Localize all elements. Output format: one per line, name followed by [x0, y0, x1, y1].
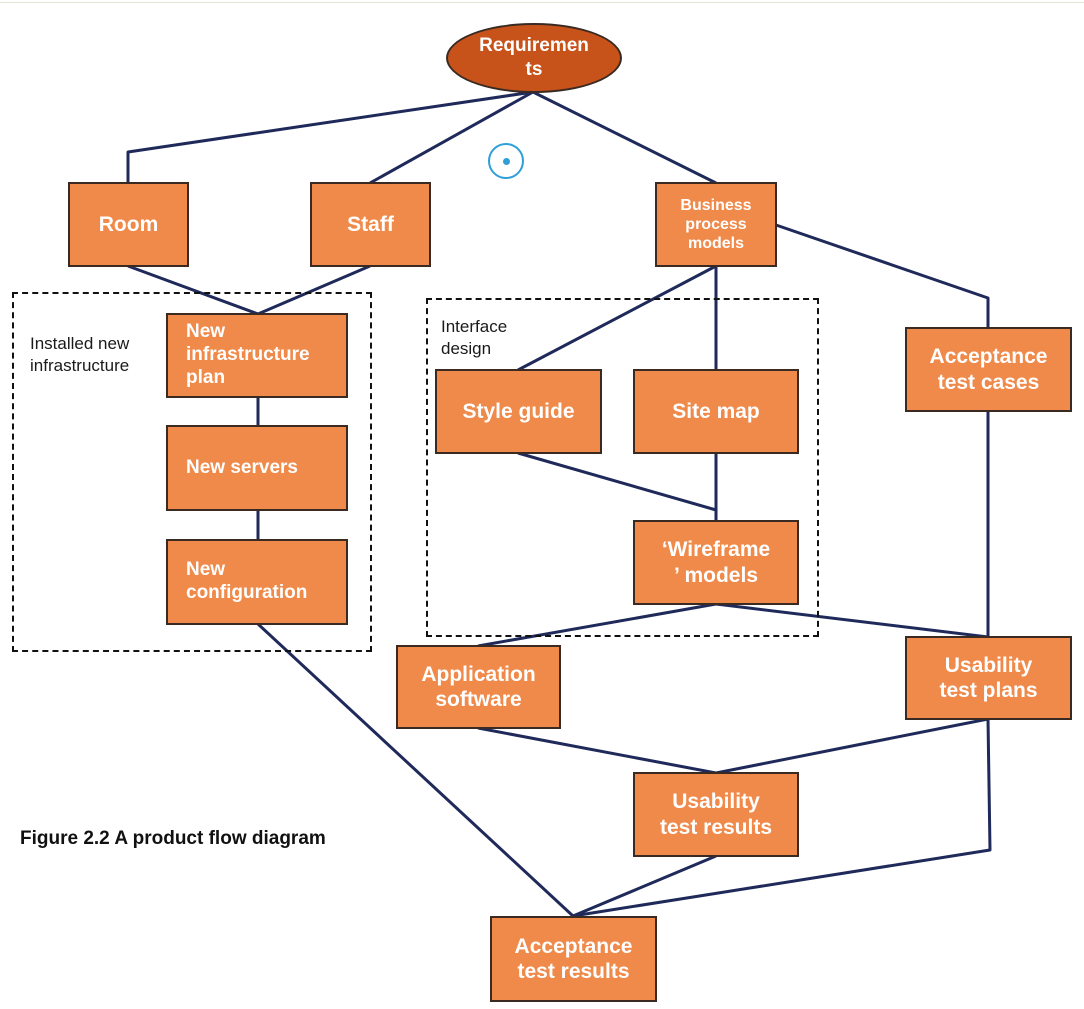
infrastructure-group-label: Installed new infrastructure	[30, 334, 130, 376]
figure-caption: Figure 2.2 A product flow diagram	[20, 828, 326, 849]
edge-styleguide-wireframe	[517, 451, 717, 512]
infrastructure-group-box	[12, 292, 372, 652]
edge-wireframe-usability-plans	[715, 602, 989, 639]
edge-room-plan	[127, 264, 259, 316]
edge-requirements-business	[532, 90, 717, 185]
interface-group-box	[426, 298, 819, 637]
application-software-node[interactable]: Application software	[396, 645, 561, 729]
wireframe-models-node[interactable]: ‘Wireframe ’ models	[633, 520, 799, 605]
interface-group-label: Interface design	[441, 317, 508, 359]
edge-requirements-staff	[369, 90, 534, 185]
edge-business-styleguide	[517, 264, 717, 372]
usability-test-plans-node[interactable]: Usability test plans	[905, 636, 1072, 720]
cursor-ring-icon	[488, 143, 524, 179]
site-map-node[interactable]: Site map	[633, 369, 799, 454]
top-rule	[0, 2, 1084, 3]
new-infrastructure-plan-node[interactable]: New infrastructure plan	[166, 313, 348, 398]
edge-wireframe-appsoftware	[477, 602, 717, 648]
requirements-node[interactable]: Requiremen ts	[446, 23, 622, 93]
acceptance-test-results-node[interactable]: Acceptance test results	[490, 916, 657, 1002]
edge-appsoftware-usability-results	[477, 726, 717, 775]
business-process-models-node[interactable]: Business process models	[655, 182, 777, 267]
edge-config-acceptance-results	[256, 622, 575, 918]
style-guide-node[interactable]: Style guide	[435, 369, 602, 454]
edge-usability-plans-results	[715, 717, 989, 775]
usability-test-results-node[interactable]: Usability test results	[633, 772, 799, 857]
new-servers-node[interactable]: New servers	[166, 425, 348, 511]
acceptance-test-cases-node[interactable]: Acceptance test cases	[905, 327, 1072, 412]
edge-requirements-room	[126, 90, 534, 183]
edge-usability-results-acceptance-results	[572, 854, 717, 918]
room-node[interactable]: Room	[68, 182, 189, 267]
edge-business-acceptance-cases	[775, 223, 990, 328]
staff-node[interactable]: Staff	[310, 182, 431, 267]
new-configuration-node[interactable]: New configuration	[166, 539, 348, 625]
edge-usability-plans-acceptance-results	[572, 718, 992, 918]
edge-staff-plan	[257, 264, 371, 316]
